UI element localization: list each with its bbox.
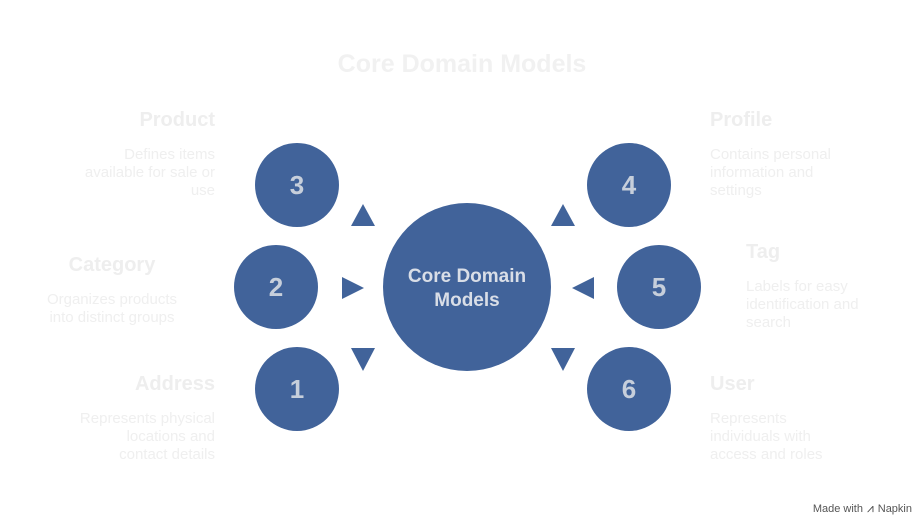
center-label-line1: Core Domain (408, 266, 526, 287)
watermark: Made with ⩘ Napkin (813, 501, 912, 516)
node-1-circle (255, 347, 339, 431)
node-2-text: Category Organizes products into distinc… (22, 254, 202, 327)
node-6-title: User (710, 373, 755, 395)
node-6-text: User Represents individuals with access … (710, 373, 885, 464)
arrow-node-6-icon (551, 348, 575, 371)
diagram-title: Core Domain Models (337, 50, 587, 78)
node-5-description: Labels for easy identification and searc… (746, 278, 859, 331)
node-4-number: 4 (622, 170, 637, 200)
node-6-description: Represents individuals with access and r… (710, 410, 823, 463)
node-5-number: 5 (652, 272, 666, 302)
center-circle (383, 203, 551, 371)
node-3-circle (255, 143, 339, 227)
node-5-text: Tag Labels for easy identification and s… (746, 241, 921, 332)
node-3-number: 3 (290, 170, 304, 200)
arrow-node-5-icon (572, 277, 594, 299)
node-5-circle (617, 245, 701, 329)
node-4-title: Profile (710, 109, 773, 131)
node-4-description: Contains personal information and settin… (710, 146, 831, 199)
node-1-description: Represents physical locations and contac… (79, 410, 215, 463)
arrow-node-3-icon (351, 204, 375, 226)
napkin-logo-icon: ⩘ (866, 501, 874, 515)
watermark-brand: Napkin (877, 502, 912, 515)
node-6-circle (587, 347, 671, 431)
node-1-number: 1 (290, 374, 304, 404)
arrow-node-4-icon (551, 204, 575, 226)
node-1-text: Address Represents physical locations an… (40, 373, 215, 464)
node-2-number: 2 (269, 272, 283, 302)
node-3-title: Product (139, 109, 215, 131)
node-2-circle (234, 245, 318, 329)
node-4-circle (587, 143, 671, 227)
center-label-line2: Models (434, 290, 499, 311)
node-1-title: Address (134, 373, 215, 395)
watermark-prefix: Made with (812, 502, 863, 515)
arrow-node-2-icon (342, 277, 364, 299)
node-5-title: Tag (746, 241, 781, 263)
node-2-description: Organizes products into distinct groups (46, 291, 178, 326)
node-3-description: Defines items available for sale or use (84, 146, 215, 199)
node-6-number: 6 (622, 374, 636, 404)
node-4-text: Profile Contains personal information an… (710, 109, 885, 200)
arrow-node-1-icon (351, 348, 375, 371)
node-2-title: Category (68, 254, 156, 276)
node-3-text: Product Defines items available for sale… (40, 109, 215, 200)
